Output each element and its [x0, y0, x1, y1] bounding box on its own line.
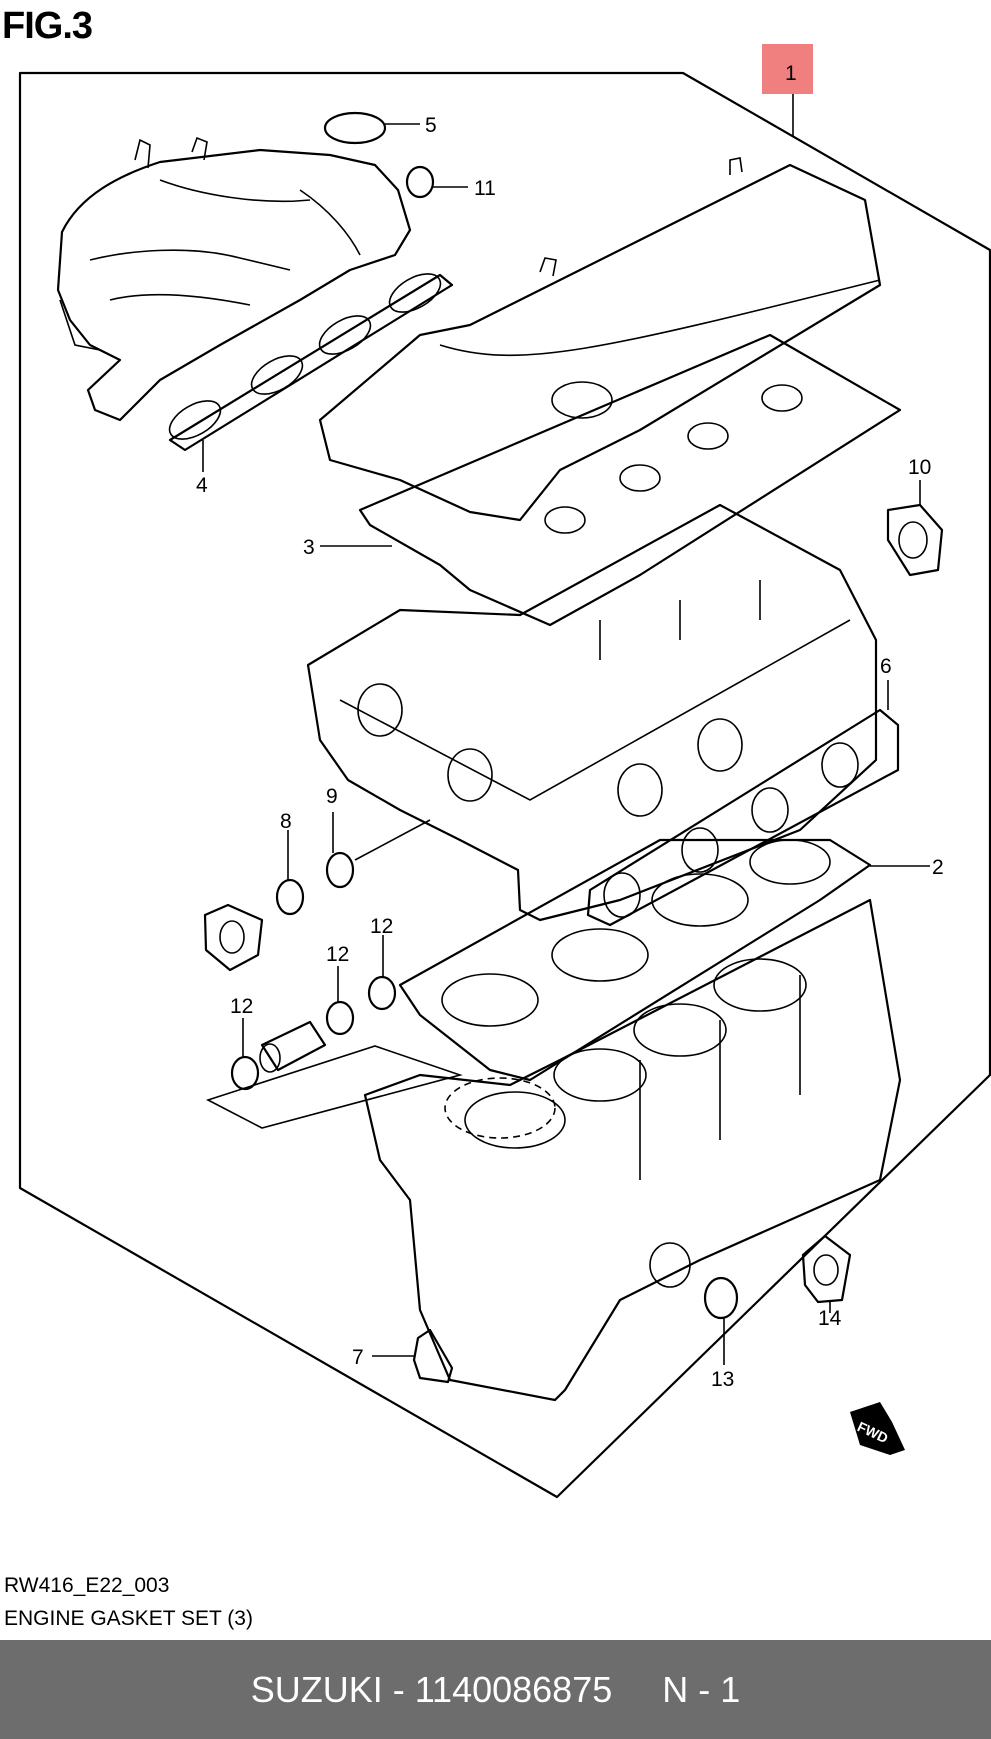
callout-12-upper: 12 — [370, 915, 393, 938]
flange-gasket — [886, 503, 944, 577]
exploded-parts-diagram: FWD 1 2 3 4 5 6 7 8 9 10 11 12 12 12 13 … — [18, 44, 991, 1499]
callout-1: 1 — [785, 62, 797, 85]
o-ring-8 — [275, 878, 305, 916]
callout-12-middle: 12 — [326, 943, 349, 966]
seal-12-lower — [230, 1055, 260, 1091]
oil-control-valve — [259, 1020, 327, 1073]
seal-12-middle — [325, 1000, 355, 1036]
footer-part-number: SUZUKI - 1140086875 N - 1 — [250, 1669, 741, 1710]
callout-13: 13 — [711, 1368, 734, 1391]
callout-1-highlight — [762, 44, 813, 94]
water-outlet-gasket — [412, 1328, 454, 1384]
throttle-body-gasket — [323, 111, 387, 145]
seal-12-upper — [367, 975, 397, 1011]
kit-outline-frame — [18, 71, 991, 1499]
figure-title: FIG.3 — [2, 5, 93, 47]
footer-bar: SUZUKI - 1140086875 N - 1 — [0, 1640, 991, 1739]
intake-manifold — [56, 136, 412, 422]
cylinder-head-gasket — [398, 838, 872, 1082]
small-seal-ring — [405, 165, 435, 199]
callout-3: 3 — [303, 536, 315, 559]
callout-10: 10 — [908, 456, 931, 479]
callout-4: 4 — [196, 474, 208, 497]
callout-12-lower: 12 — [230, 995, 253, 1018]
housing-gasket-14 — [801, 1234, 852, 1304]
fwd-arrow-icon: FWD — [850, 1402, 905, 1455]
callout-9: 9 — [326, 785, 338, 808]
callout-8: 8 — [280, 810, 292, 833]
cylinder-block — [363, 898, 902, 1402]
cylinder-head-cover — [318, 157, 882, 522]
head-cover-gasket — [358, 333, 902, 627]
callout-7: 7 — [352, 1346, 364, 1369]
callout-5: 5 — [425, 114, 437, 137]
oil-seal-13 — [703, 1276, 739, 1320]
callout-11: 11 — [474, 177, 496, 200]
callout-14: 14 — [818, 1307, 842, 1330]
cylinder-head — [306, 503, 878, 922]
o-ring-9 — [325, 851, 355, 889]
exhaust-manifold-gasket — [586, 708, 900, 927]
cam-position-sensor — [203, 903, 264, 972]
sensor-group-bracket — [205, 1045, 463, 1129]
intake-manifold-gasket — [168, 273, 454, 452]
callout-6: 6 — [880, 655, 892, 678]
document-caption: ENGINE GASKET SET (3) — [4, 1607, 253, 1630]
callout-2: 2 — [932, 856, 944, 879]
document-code: RW416_E22_003 — [4, 1574, 170, 1597]
